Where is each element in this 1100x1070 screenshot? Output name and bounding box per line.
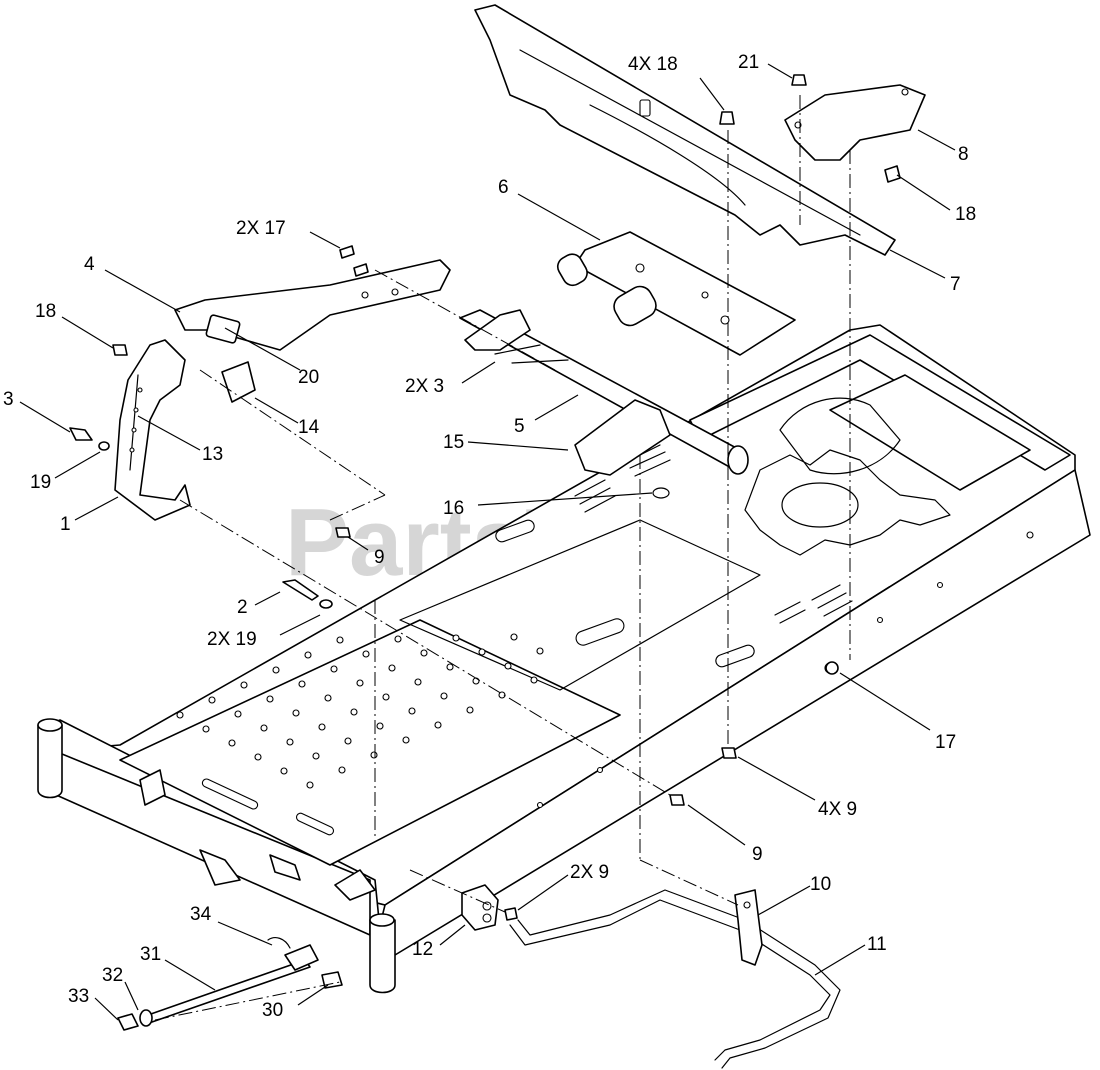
callout-2x19: 2X 19 — [207, 629, 257, 650]
callout-labels: 4X 18 21 8 18 6 7 2X 17 4 18 20 2X 3 3 1… — [3, 52, 976, 1021]
callout-9-lower: 9 — [752, 844, 763, 865]
callout-15: 15 — [443, 432, 464, 453]
part-7-dash-bracket — [474, 4, 896, 256]
callout-18-left: 18 — [35, 301, 56, 322]
perforation-hole — [414, 678, 422, 686]
part-12-block — [461, 884, 499, 931]
perforation-hole — [208, 696, 216, 704]
callout-11: 11 — [867, 934, 887, 955]
perforation-hole — [234, 710, 242, 718]
leader-lines — [19, 63, 956, 1021]
perforation-hole — [370, 751, 378, 759]
perforation-hole — [498, 691, 506, 699]
perforation-hole — [272, 666, 280, 674]
perforation-hole — [504, 662, 512, 670]
callout-12: 12 — [412, 939, 433, 960]
perforation-hole — [280, 767, 288, 775]
part-1-pedal-arm — [114, 339, 191, 521]
callout-6: 6 — [498, 177, 509, 198]
callout-18-right: 18 — [955, 204, 976, 225]
callout-3: 3 — [3, 389, 14, 410]
callout-10: 10 — [810, 874, 831, 895]
part-10-lever-plate — [734, 889, 763, 966]
perforation-hole — [388, 664, 396, 672]
hardware — [69, 74, 901, 921]
perforation-hole — [356, 679, 364, 687]
perforation-hole — [350, 708, 358, 716]
perforation-hole — [362, 650, 370, 658]
perforation-hole — [260, 724, 268, 732]
callout-7: 7 — [950, 274, 961, 295]
perforation-hole — [452, 634, 460, 642]
callout-21: 21 — [738, 52, 759, 73]
part-4-adjust-handle — [174, 259, 451, 351]
perforation-hole — [292, 709, 300, 717]
callout-30: 30 — [262, 1000, 283, 1021]
callout-9-upper: 9 — [374, 547, 385, 568]
part-6-seat-plate — [556, 231, 796, 356]
perforation-hole — [466, 706, 474, 714]
callout-34: 34 — [190, 904, 212, 925]
callout-16: 16 — [443, 498, 464, 519]
part-5-shaft — [459, 309, 749, 499]
perforation-hole — [420, 649, 428, 657]
part-11-lift-rod — [509, 889, 841, 1069]
perforation-hole — [434, 721, 442, 729]
callout-14: 14 — [298, 417, 320, 438]
callout-32: 32 — [102, 965, 123, 986]
floor-plate-perforations — [176, 633, 544, 789]
perforation-hole — [336, 636, 344, 644]
perforation-hole — [478, 648, 486, 656]
perforation-hole — [446, 663, 454, 671]
callout-2x17: 2X 17 — [236, 218, 286, 239]
callout-4x18-top: 4X 18 — [628, 54, 678, 75]
perforation-hole — [298, 680, 306, 688]
perforation-hole — [338, 766, 346, 774]
perforation-hole — [266, 695, 274, 703]
perforation-hole — [324, 694, 332, 702]
part-14-pedal-pad — [221, 361, 256, 403]
callout-31: 31 — [140, 944, 161, 965]
callout-2x3: 2X 3 — [405, 376, 444, 397]
perforation-hole — [286, 738, 294, 746]
perforation-hole — [240, 681, 248, 689]
perforation-hole — [440, 692, 448, 700]
callout-19: 19 — [30, 472, 51, 493]
callout-2x9: 2X 9 — [570, 862, 609, 883]
callout-4x9: 4X 9 — [818, 799, 857, 820]
perforation-hole — [312, 752, 320, 760]
perforation-hole — [376, 722, 384, 730]
callout-20: 20 — [298, 367, 319, 388]
perforation-hole — [510, 633, 518, 641]
perforation-hole — [318, 723, 326, 731]
perforation-hole — [536, 647, 544, 655]
perforation-hole — [304, 651, 312, 659]
perforation-hole — [394, 635, 402, 643]
perforation-hole — [202, 725, 210, 733]
assembly-centerlines — [154, 95, 851, 1021]
perforation-hole — [254, 753, 262, 761]
perforation-hole — [402, 736, 410, 744]
perforation-hole — [408, 707, 416, 715]
part-8-mount-bracket — [784, 84, 926, 161]
callout-13: 13 — [202, 444, 223, 465]
callout-4: 4 — [84, 254, 95, 275]
perforation-hole — [382, 693, 390, 701]
callout-8: 8 — [958, 144, 969, 165]
perforation-hole — [176, 711, 184, 719]
callout-2: 2 — [237, 597, 248, 618]
perforation-hole — [530, 676, 538, 684]
callout-5: 5 — [514, 416, 525, 437]
part-31-rod — [117, 937, 343, 1031]
perforation-hole — [228, 739, 236, 747]
perforation-hole — [306, 781, 314, 789]
perforation-hole — [344, 737, 352, 745]
callout-33: 33 — [68, 986, 89, 1007]
callout-17: 17 — [935, 732, 956, 753]
perforation-hole — [330, 665, 338, 673]
main-frame — [37, 324, 1091, 994]
callout-1: 1 — [60, 514, 71, 535]
